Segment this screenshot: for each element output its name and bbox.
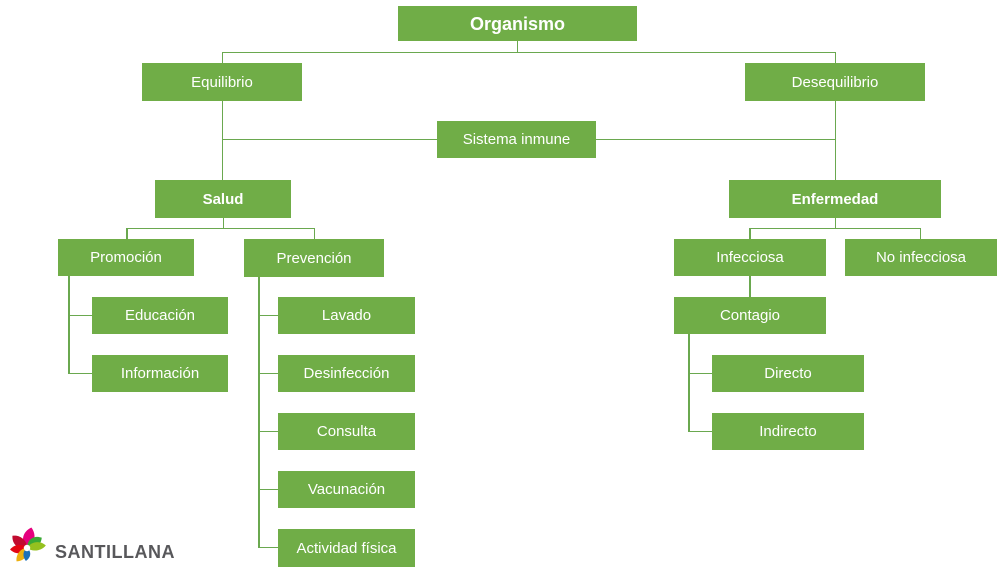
node-indirecto: Indirecto [712, 413, 864, 450]
node-organismo: Organismo [398, 6, 637, 41]
node-consulta: Consulta [278, 413, 415, 450]
connector-drop-infecciosa [749, 227, 751, 240]
node-prevencion: Prevención [244, 239, 384, 277]
connector-drop-desequilibrio [834, 51, 836, 64]
node-enfermedad: Enfermedad [729, 180, 941, 218]
node-desinfeccion: Desinfección [278, 355, 415, 392]
connector-elbow-indirecto [688, 430, 712, 432]
connector-prevencion-spine [258, 277, 260, 548]
connector-elbow-lavado [258, 314, 278, 316]
connector-equilibrio-salud [221, 101, 223, 180]
node-educacion: Educación [92, 297, 228, 334]
connector-contagio-spine [688, 334, 690, 432]
connector-top-bus [221, 51, 835, 53]
node-informacion: Información [92, 355, 228, 392]
node-sistema-inmune: Sistema inmune [437, 121, 596, 158]
node-salud: Salud [155, 180, 291, 218]
node-directo: Directo [712, 355, 864, 392]
node-desequilibrio: Desequilibrio [745, 63, 925, 101]
connector-enfermedad-bus [749, 227, 921, 229]
connector-drop-prevencion [313, 227, 315, 240]
connector-elbow-educacion [68, 314, 92, 316]
node-vacunacion: Vacunación [278, 471, 415, 508]
connector-elbow-actividad [258, 546, 278, 548]
connector-drop-equilibrio [221, 51, 223, 64]
connector-elbow-directo [688, 372, 712, 374]
connector-elbow-informacion [68, 372, 92, 374]
node-lavado: Lavado [278, 297, 415, 334]
node-actividad-fisica: Actividad física [278, 529, 415, 567]
santillana-logo: SANTILLANA [6, 525, 175, 571]
node-promocion: Promoción [58, 239, 194, 276]
connector-sistema-left [222, 138, 437, 140]
connector-desequilibrio-enfermedad [834, 101, 836, 180]
connector-elbow-consulta [258, 430, 278, 432]
connector-organismo-stub [516, 41, 518, 52]
connector-salud-bus [126, 227, 315, 229]
connector-drop-promocion [126, 227, 128, 240]
connector-elbow-vacunacion [258, 488, 278, 490]
connector-salud-stub [222, 217, 224, 228]
node-equilibrio: Equilibrio [142, 63, 302, 101]
connector-infecciosa-contagio [749, 276, 751, 297]
connector-drop-no-infecciosa [919, 227, 921, 240]
connector-elbow-desinfeccion [258, 372, 278, 374]
node-infecciosa: Infecciosa [674, 239, 826, 276]
node-contagio: Contagio [674, 297, 826, 334]
connector-sistema-right [596, 138, 835, 140]
santillana-logo-text: SANTILLANA [55, 541, 175, 562]
connector-promocion-spine [68, 276, 70, 374]
santillana-swirl-icon [10, 527, 46, 562]
connector-enfermedad-stub [834, 217, 836, 228]
node-no-infecciosa: No infecciosa [845, 239, 997, 276]
